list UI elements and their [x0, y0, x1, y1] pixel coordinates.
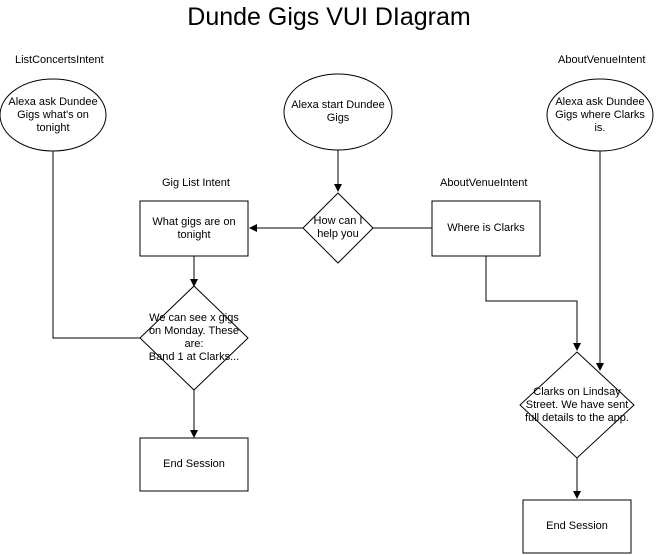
node-ask-whats-on: Alexa ask Dundee Gigs what's on tonight [0, 79, 106, 151]
node-ask-where-clarks-ellipse [546, 78, 654, 152]
diagram-title: Dunde Gigs VUI DIagram [187, 3, 471, 31]
node-end-session-right-text: End Session [546, 520, 608, 532]
node-ask-whats-on-text: Alexa ask Dundee Gigs what's on tonight [8, 95, 98, 134]
node-clarks-on-lindsay: Clarks on Lindsay Street. We have sent f… [515, 352, 639, 458]
node-where-is-clarks: Where is Clarks [432, 201, 540, 256]
node-end-session-left-text: End Session [163, 458, 225, 470]
node-how-can-i-help: How can I help you [303, 193, 373, 263]
node-start-ellipse [283, 73, 393, 151]
node-how-can-i-help-text: How can I help you [313, 215, 363, 240]
node-start: Alexa start Dundee Gigs [284, 74, 392, 150]
node-clarks-on-lindsay-diamond [519, 351, 635, 459]
edge-ask-whats-on-to-we-can-see [52, 151, 140, 339]
node-end-session-left: End Session [140, 438, 248, 491]
label-gig-list-intent: Gig List Intent [162, 177, 230, 189]
node-ask-where-clarks: Alexa ask Dundee Gigs where Clarks is. [547, 79, 653, 151]
node-start-text: Alexa start Dundee Gigs [291, 99, 385, 124]
node-we-can-see-text: We can see x gigs on Monday. These are: … [148, 312, 240, 363]
node-end-session-right-rect [522, 499, 632, 554]
label-about-venue-intent-mid: AboutVenueIntent [440, 177, 528, 189]
node-what-gigs-text: What gigs are on tonight [152, 215, 236, 241]
label-about-venue-intent-top: AboutVenueIntent [558, 54, 646, 66]
node-end-session-left-rect [139, 437, 249, 492]
node-we-can-see-diamond [139, 285, 249, 391]
node-what-gigs-rect [139, 200, 249, 257]
node-we-can-see: We can see x gigs on Monday. These are: … [140, 286, 248, 390]
node-end-session-right: End Session [523, 500, 631, 553]
node-where-is-clarks-text: Where is Clarks [447, 222, 525, 234]
node-ask-where-clarks-text: Alexa ask Dundee Gigs where Clarks is. [555, 95, 645, 134]
node-how-can-i-help-diamond [302, 192, 374, 264]
node-clarks-on-lindsay-text: Clarks on Lindsay Street. We have sent f… [525, 385, 629, 424]
node-where-is-clarks-rect [431, 200, 541, 257]
label-list-concerts-intent: ListConcertsIntent [15, 54, 104, 66]
node-ask-whats-on-ellipse [0, 78, 107, 152]
node-what-gigs: What gigs are on tonight [140, 201, 248, 256]
edge-where-is-clarks-to-clarks-on-lindsay [485, 256, 581, 351]
